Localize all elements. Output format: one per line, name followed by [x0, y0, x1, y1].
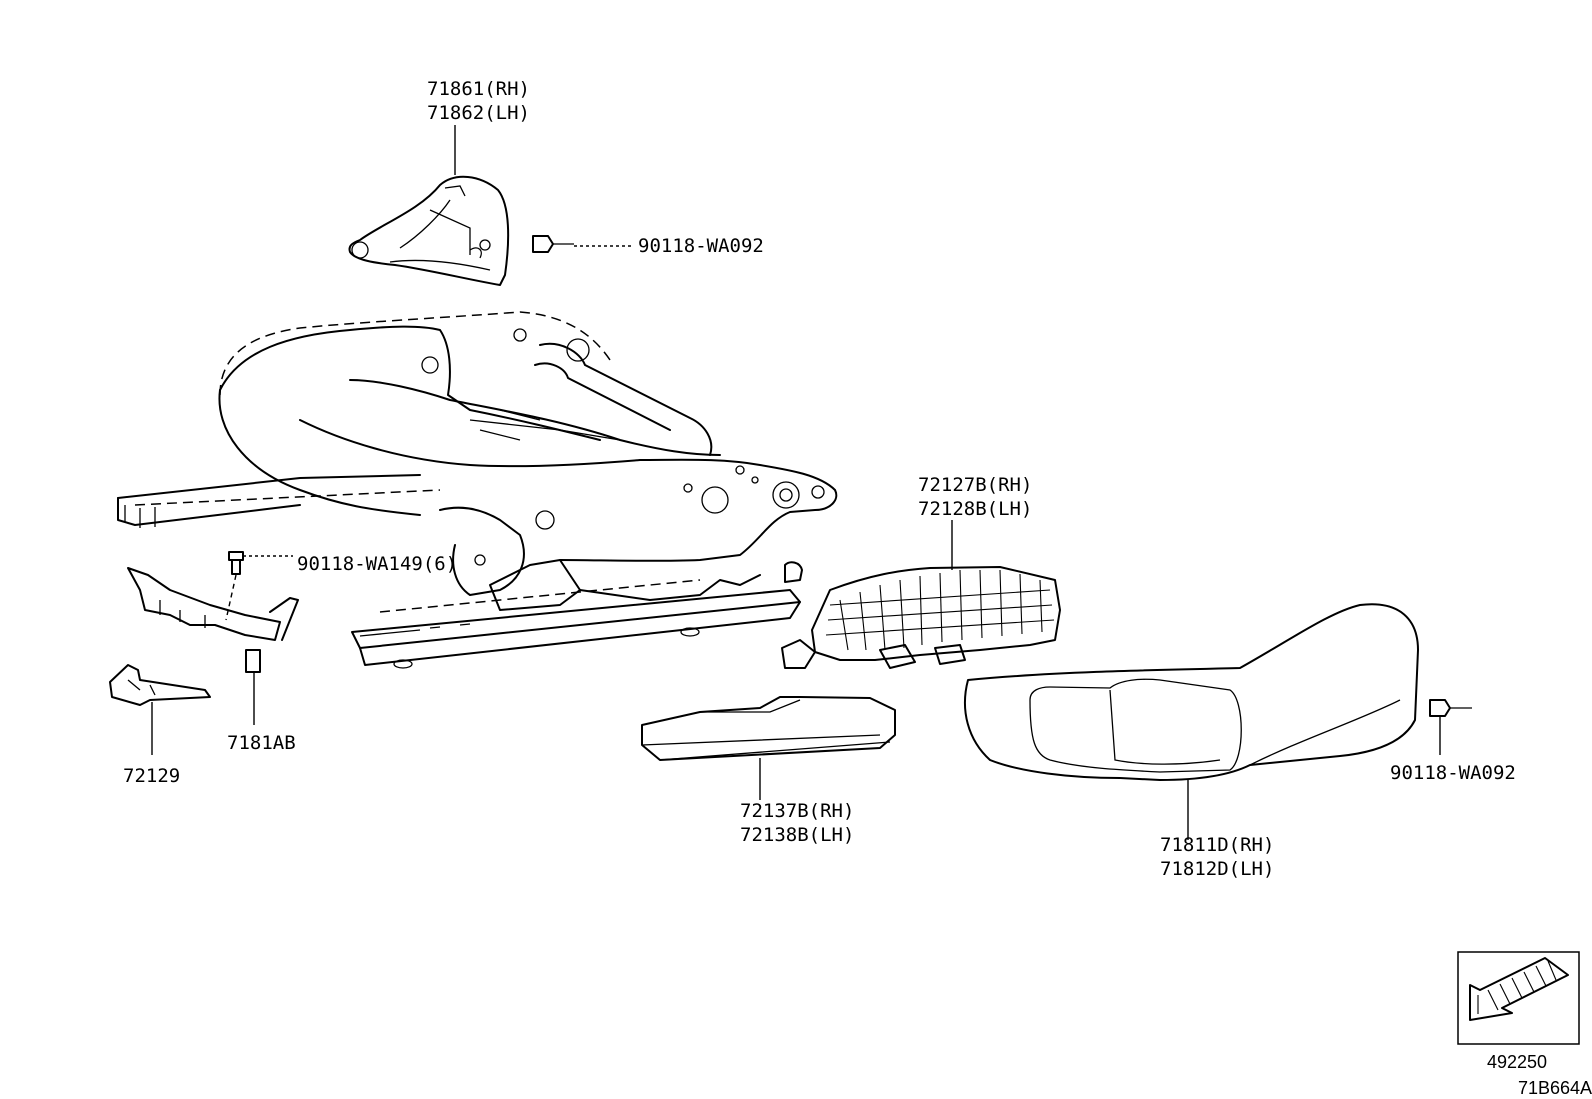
label-72128b-lh: 72128B(LH): [918, 498, 1032, 520]
label-71812d-lh: 71812D(LH): [1160, 858, 1274, 880]
lower-cover-72137b-part: [641, 696, 896, 800]
label-72129: 72129: [123, 765, 180, 787]
inner-panel-72127b-part: [781, 520, 1061, 669]
label-clip-right: 90118-WA092: [1390, 762, 1516, 784]
hatched-arrow-icon: [1469, 957, 1569, 1021]
diagram-id: 71B664A: [1518, 1078, 1592, 1098]
legend-box: [1457, 951, 1580, 1045]
clip-72129-part: [109, 664, 211, 755]
label-clip-top: 90118-WA092: [638, 235, 764, 257]
top-clip-part: [532, 235, 632, 253]
legend-code: 492250: [1487, 1052, 1547, 1072]
right-clip-part: [1429, 699, 1472, 755]
label-72138b-lh: 72138B(LH): [740, 824, 854, 846]
label-71862-lh: 71862(LH): [427, 102, 530, 124]
shield-cover-part: [348, 125, 510, 286]
label-72137b-rh: 72137B(RH): [740, 800, 854, 822]
label-7181ab: 7181AB: [227, 732, 296, 754]
label-71861-rh: 71861(RH): [427, 78, 530, 100]
label-bolt-left: 90118-WA149(6): [297, 553, 457, 575]
label-72127b-rh: 72127B(RH): [918, 474, 1032, 496]
bracket-7181ab-part: [127, 551, 299, 725]
label-71811d-rh: 71811D(RH): [1160, 834, 1274, 856]
outer-shield-71811d-part: [964, 603, 1419, 840]
seat-frame-assembly: [117, 311, 838, 669]
